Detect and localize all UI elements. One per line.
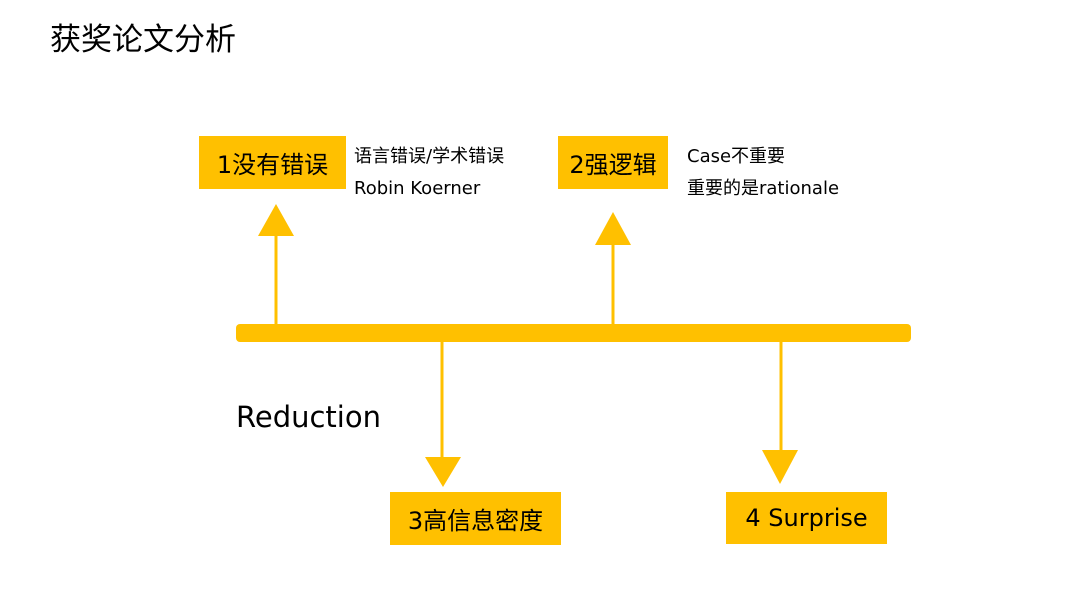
main-axis-bar: [236, 324, 911, 342]
arrow-1-head: [258, 204, 294, 236]
note-strong-logic: Case不重要 重要的是rationale: [687, 141, 839, 205]
note-strong-logic-line-1: Case不重要: [687, 146, 786, 167]
box-no-errors: 1没有错误: [199, 136, 346, 189]
arrow-3-head: [425, 457, 461, 487]
arrow-4-head: [762, 450, 798, 484]
box-strong-logic: 2强逻辑: [558, 136, 668, 189]
box-high-info-density: 3高信息密度: [390, 492, 561, 545]
note-strong-logic-line-2: 重要的是rationale: [687, 178, 840, 199]
note-no-errors: 语言错误/学术错误 Robin Koerner: [354, 141, 504, 205]
box-surprise: 4 Surprise: [726, 492, 887, 544]
arrow-2-head: [595, 212, 631, 245]
note-no-errors-line-2: Robin Koerner: [354, 178, 481, 199]
slide-title: 获奖论文分析: [50, 22, 236, 58]
note-no-errors-line-1: 语言错误/学术错误: [354, 146, 505, 167]
reduction-label: Reduction: [236, 400, 381, 434]
